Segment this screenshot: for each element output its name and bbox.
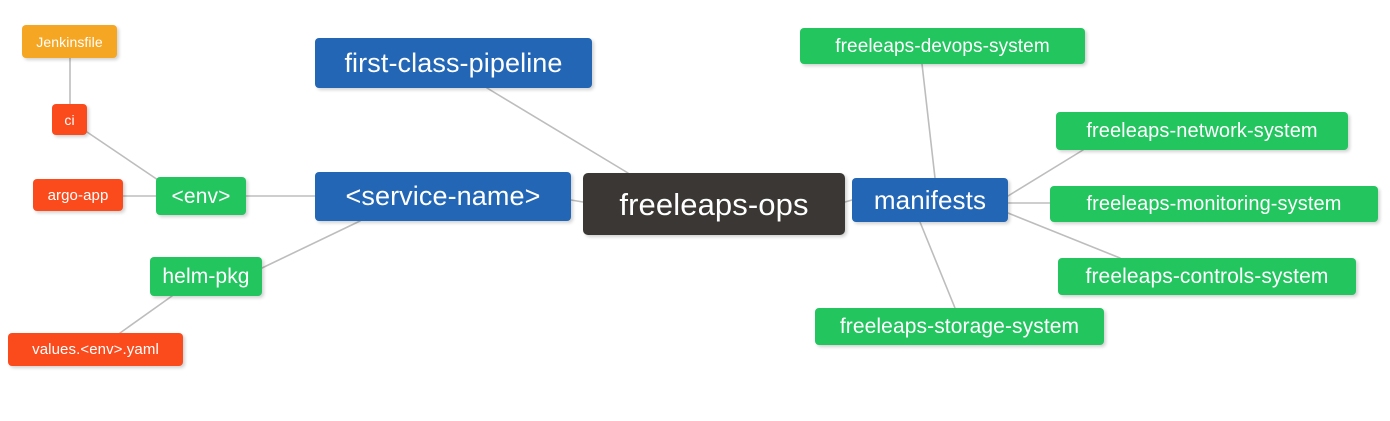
edge-first-class-pipeline-to-freeleaps-ops <box>486 87 629 174</box>
node-freeleaps-storage-system[interactable]: freeleaps-storage-system <box>815 308 1104 345</box>
node-label-freeleaps-network-system: freeleaps-network-system <box>1086 120 1318 142</box>
node-label-freeleaps-ops: freeleaps-ops <box>619 186 809 222</box>
node-values-yaml[interactable]: values.<env>.yaml <box>8 333 183 366</box>
node-label-freeleaps-monitoring-system: freeleaps-monitoring-system <box>1086 193 1342 215</box>
edge-manifests-to-freeleaps-storage-system <box>919 221 956 309</box>
node-label-jenkinsfile: Jenkinsfile <box>36 33 103 50</box>
edge-helm-pkg-to-service-name <box>261 220 361 269</box>
node-label-freeleaps-devops-system: freeleaps-devops-system <box>835 35 1050 57</box>
node-freeleaps-controls-system[interactable]: freeleaps-controls-system <box>1058 258 1356 295</box>
node-argo-app[interactable]: argo-app <box>33 179 123 211</box>
node-freeleaps-network-system[interactable]: freeleaps-network-system <box>1056 112 1348 150</box>
edge-ci-to-env <box>86 131 159 181</box>
node-label-freeleaps-controls-system: freeleaps-controls-system <box>1085 265 1329 288</box>
node-env[interactable]: <env> <box>156 177 246 215</box>
node-label-helm-pkg: helm-pkg <box>162 265 250 288</box>
edge-service-name-to-freeleaps-ops <box>570 199 584 203</box>
node-freeleaps-ops[interactable]: freeleaps-ops <box>583 173 845 235</box>
edge-freeleaps-ops-to-manifests <box>844 199 853 203</box>
edge-values-yaml-to-helm-pkg <box>119 295 173 334</box>
node-label-freeleaps-storage-system: freeleaps-storage-system <box>839 315 1080 338</box>
node-label-manifests: manifests <box>873 185 987 215</box>
node-ci[interactable]: ci <box>52 104 87 135</box>
node-jenkinsfile[interactable]: Jenkinsfile <box>22 25 117 58</box>
node-service-name[interactable]: <service-name> <box>315 172 571 221</box>
node-freeleaps-devops-system[interactable]: freeleaps-devops-system <box>800 28 1085 64</box>
node-freeleaps-monitoring-system[interactable]: freeleaps-monitoring-system <box>1050 186 1378 222</box>
node-label-service-name: <service-name> <box>345 181 541 211</box>
node-manifests[interactable]: manifests <box>852 178 1008 222</box>
node-label-values-yaml: values.<env>.yaml <box>32 341 159 358</box>
node-label-env: <env> <box>171 184 231 208</box>
node-label-argo-app: argo-app <box>47 186 109 204</box>
node-label-ci: ci <box>64 111 75 128</box>
edge-manifests-to-freeleaps-devops-system <box>921 63 936 179</box>
node-helm-pkg[interactable]: helm-pkg <box>150 257 262 296</box>
node-label-first-class-pipeline: first-class-pipeline <box>344 47 563 78</box>
node-first-class-pipeline[interactable]: first-class-pipeline <box>315 38 592 88</box>
